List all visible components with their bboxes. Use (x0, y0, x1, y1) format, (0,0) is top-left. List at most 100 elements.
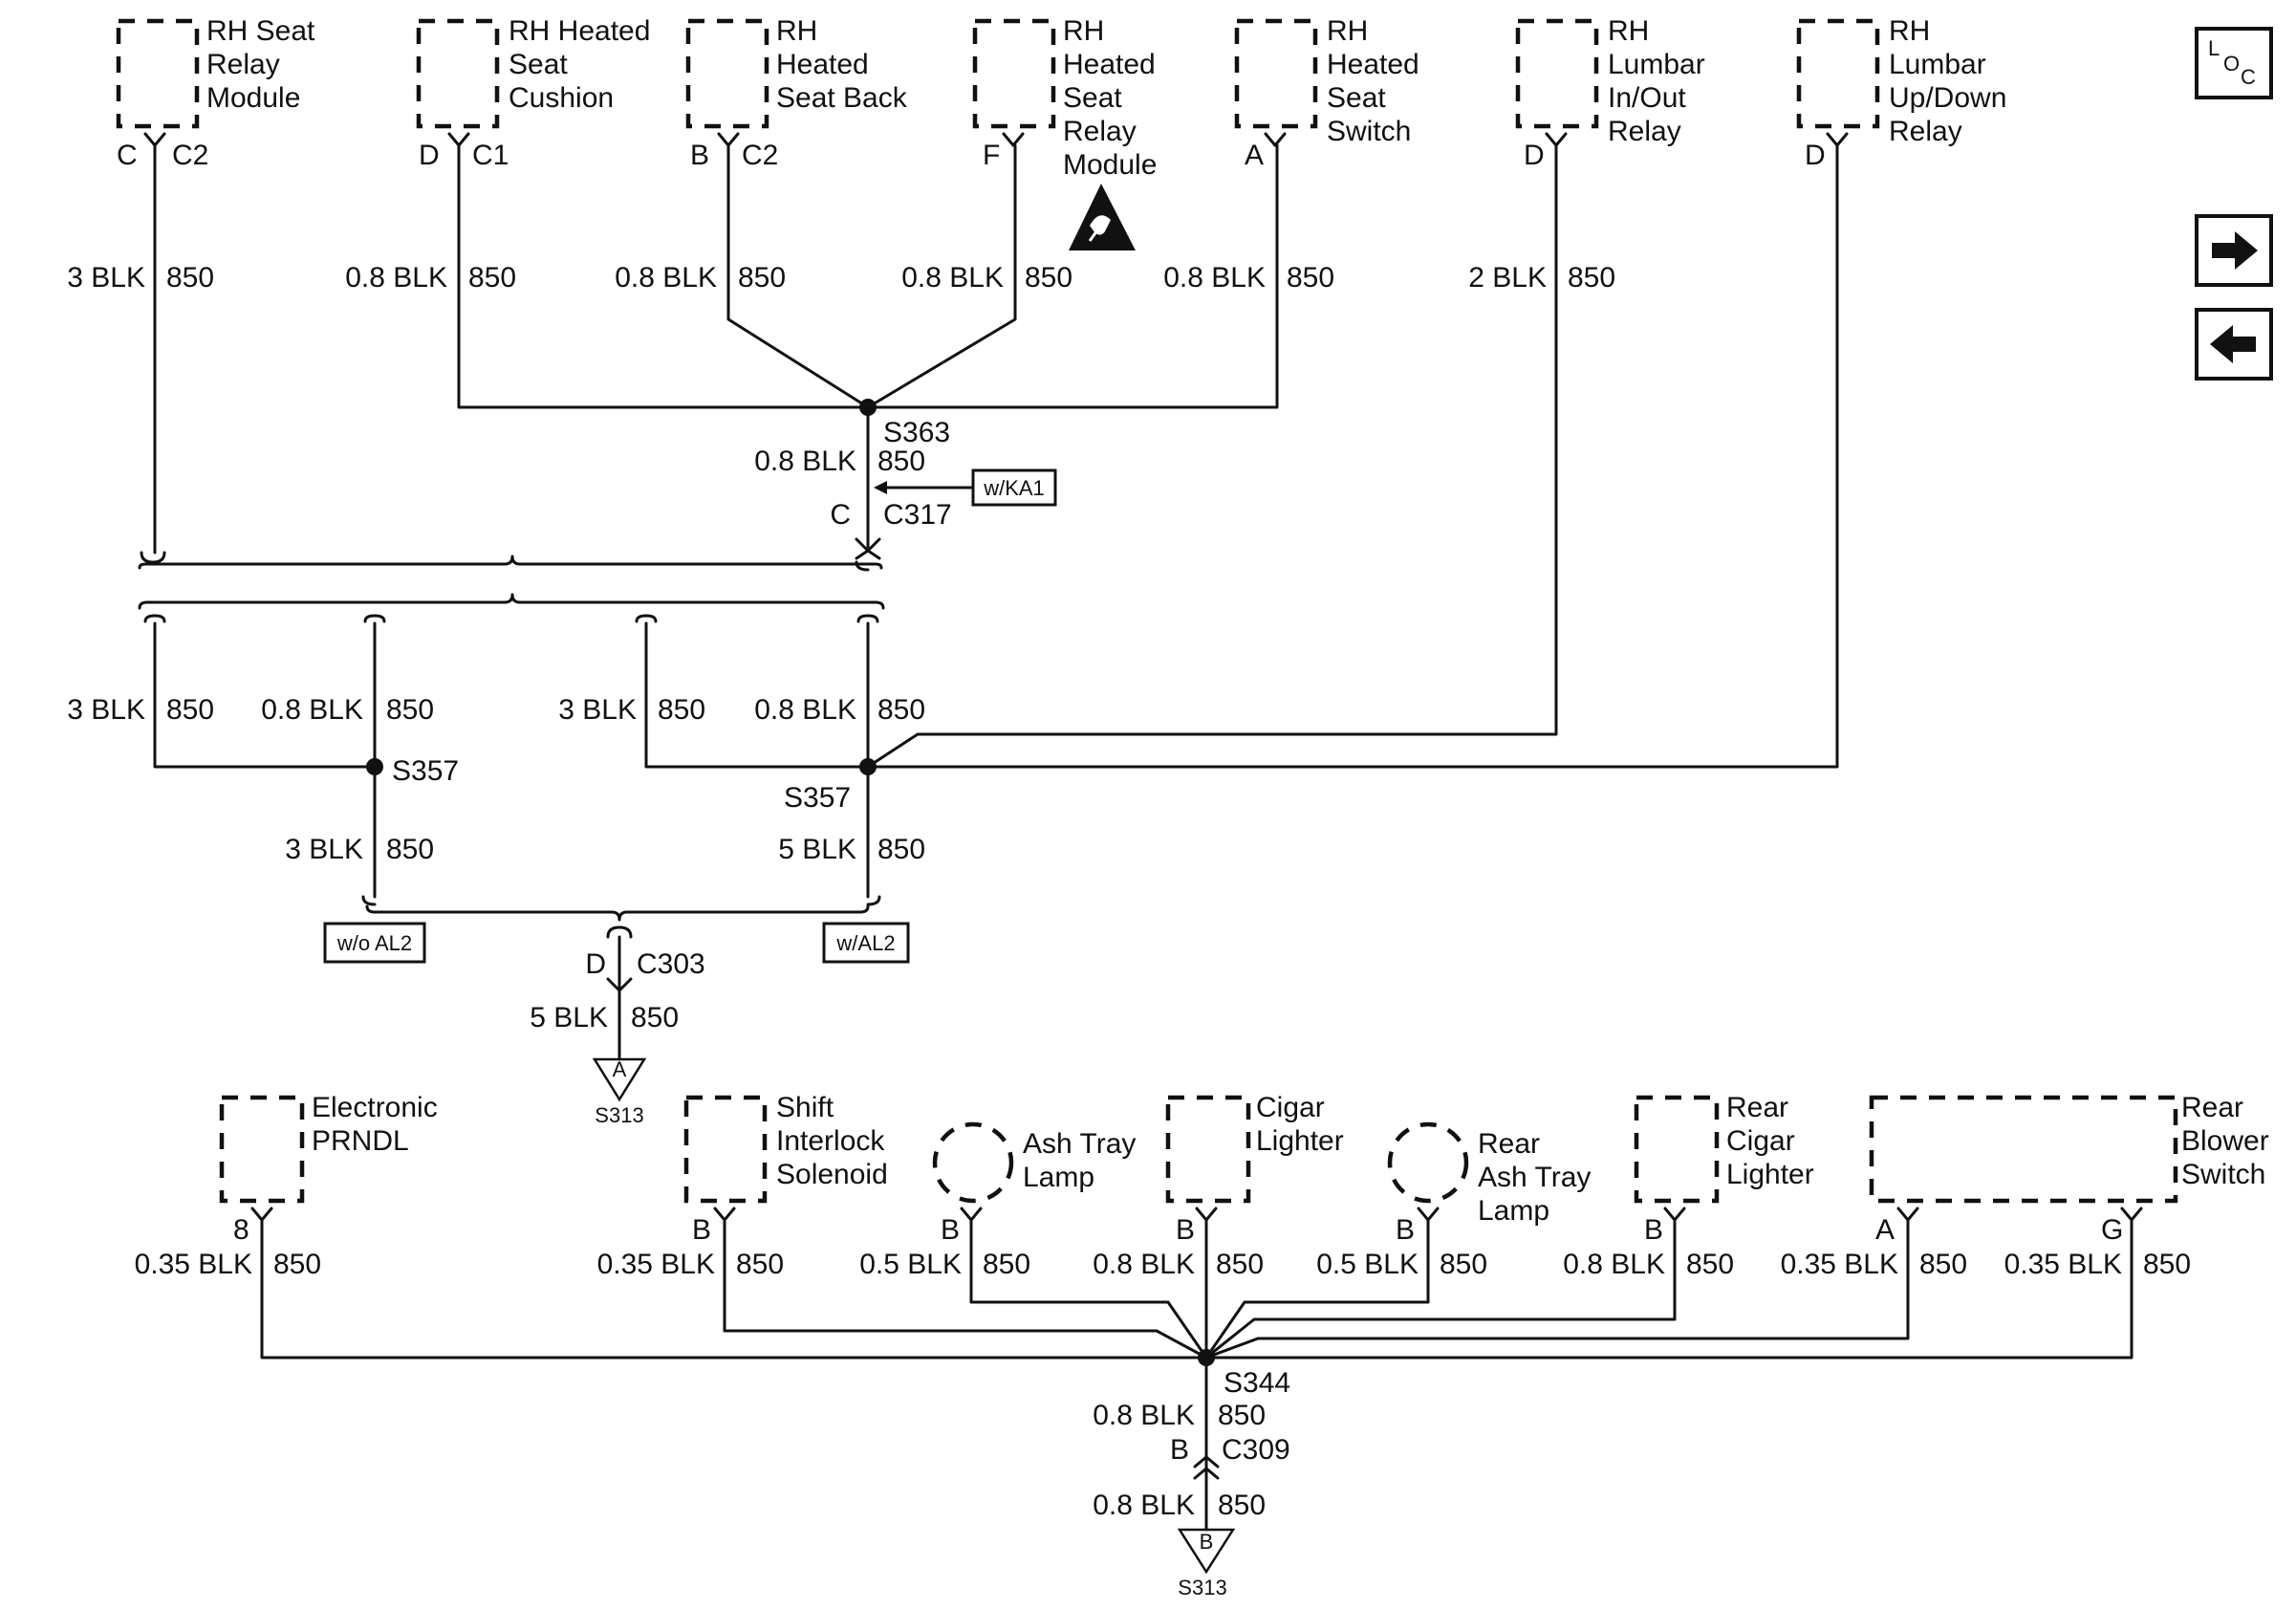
splice-dot-s344 (1198, 1349, 1215, 1366)
svg-text:0.8 BLK: 0.8 BLK (261, 694, 363, 726)
option-brace-c303: w/o AL2 w/AL2 D C303 5 BLK 850 (323, 895, 910, 1061)
svg-text:A: A (613, 1057, 627, 1081)
option-without-al2: w/o AL2 (336, 931, 412, 955)
svg-text:3 BLK: 3 BLK (558, 694, 637, 726)
svg-text:850: 850 (877, 694, 925, 726)
splice-s344-group: S344 0.8 BLK 850 B C309 0.8 BLK 850 (1093, 1367, 1290, 1532)
svg-text:0.8 BLK: 0.8 BLK (345, 262, 447, 294)
next-page-button[interactable] (2195, 214, 2273, 287)
svg-text:G: G (2101, 1214, 2123, 1246)
svg-text:0.8 BLK: 0.8 BLK (754, 446, 856, 477)
location-button[interactable]: L O C (2195, 27, 2273, 99)
splice-s363-label: S363 (883, 417, 950, 448)
svg-text:3 BLK: 3 BLK (67, 694, 145, 726)
svg-text:L: L (2208, 36, 2220, 60)
esd-warning-icon (1069, 184, 1136, 250)
svg-text:0.35 BLK: 0.35 BLK (135, 1249, 252, 1280)
svg-text:0.8 BLK: 0.8 BLK (1093, 1400, 1195, 1431)
svg-text:850: 850 (877, 834, 925, 865)
svg-text:S313: S313 (595, 1103, 643, 1127)
svg-text:0.5 BLK: 0.5 BLK (859, 1249, 962, 1280)
svg-text:850: 850 (386, 834, 434, 865)
top-wire-labels: 3 BLK 850 0.8 BLK 850 0.8 BLK 850 0.8 BL… (67, 262, 1615, 294)
conn-c2: C2 (742, 140, 778, 171)
bottom-wires (260, 1218, 2134, 1470)
splice-s357-label: S357 (784, 782, 851, 814)
option-with-ka1: w/KA1 (983, 476, 1045, 500)
svg-text:850: 850 (1025, 262, 1072, 294)
svg-text:3 BLK: 3 BLK (285, 834, 363, 865)
bottom-pin-labels: 8 B B B B B A G (233, 1214, 2123, 1246)
svg-text:850: 850 (877, 446, 925, 477)
svg-text:850: 850 (468, 262, 516, 294)
svg-text:0.8 BLK: 0.8 BLK (615, 262, 717, 294)
pin-d: D (1805, 140, 1826, 171)
svg-text:B: B (1200, 1530, 1214, 1554)
splice-dot-s363 (859, 399, 877, 416)
svg-text:2 BLK: 2 BLK (1468, 262, 1547, 294)
svg-text:0.8 BLK: 0.8 BLK (1563, 1249, 1665, 1280)
svg-text:B: B (1396, 1214, 1415, 1246)
svg-text:850: 850 (1440, 1249, 1487, 1280)
bottom-wire-labels: 0.35 BLK 850 0.35 BLK 850 0.5 BLK 850 0.… (135, 1249, 2192, 1280)
svg-text:850: 850 (1216, 1249, 1264, 1280)
pin-f: F (983, 140, 1000, 171)
pin-c: C (117, 140, 138, 171)
svg-text:850: 850 (2143, 1249, 2191, 1280)
svg-text:850: 850 (736, 1249, 784, 1280)
svg-text:0.35 BLK: 0.35 BLK (1781, 1249, 1898, 1280)
svg-text:0.8 BLK: 0.8 BLK (1093, 1249, 1195, 1280)
harness-braces (138, 551, 885, 623)
previous-page-button[interactable] (2195, 308, 2273, 381)
svg-text:B: B (1644, 1214, 1663, 1246)
svg-text:850: 850 (658, 694, 705, 726)
splice-dot-s357-left (366, 758, 383, 775)
ground-s313-a: A S313 (592, 1057, 647, 1127)
svg-text:0.8 BLK: 0.8 BLK (1093, 1490, 1195, 1521)
svg-text:0.5 BLK: 0.5 BLK (1316, 1249, 1419, 1280)
splice-s357-label: S357 (392, 755, 459, 787)
conn-c2: C2 (172, 140, 208, 171)
svg-text:5 BLK: 5 BLK (530, 1002, 608, 1033)
svg-text:8: 8 (233, 1214, 249, 1246)
connector-c317-label: C317 (883, 499, 952, 531)
pin-d: D (1524, 140, 1545, 171)
top-pin-labels: C C2 D C1 B C2 F A D D (117, 140, 1826, 171)
svg-text:D: D (585, 948, 606, 980)
svg-text:B: B (941, 1214, 960, 1246)
svg-text:850: 850 (631, 1002, 679, 1033)
top-wires (153, 143, 1839, 769)
svg-text:850: 850 (273, 1249, 321, 1280)
conn-c1: C1 (472, 140, 509, 171)
svg-text:0.35 BLK: 0.35 BLK (597, 1249, 715, 1280)
arrow-right-icon (2212, 231, 2258, 270)
svg-text:850: 850 (386, 694, 434, 726)
svg-text:C: C (2241, 65, 2256, 89)
svg-text:3 BLK: 3 BLK (67, 262, 145, 294)
connector-c303-label: C303 (637, 948, 705, 980)
svg-text:850: 850 (1919, 1249, 1967, 1280)
svg-text:850: 850 (1218, 1490, 1266, 1521)
svg-text:0.8 BLK: 0.8 BLK (901, 262, 1004, 294)
svg-text:B: B (1176, 1214, 1195, 1246)
bottom-connector-forks (250, 1207, 2143, 1222)
ground-s313-b: B S313 (1177, 1528, 1236, 1599)
svg-text:850: 850 (166, 694, 214, 726)
